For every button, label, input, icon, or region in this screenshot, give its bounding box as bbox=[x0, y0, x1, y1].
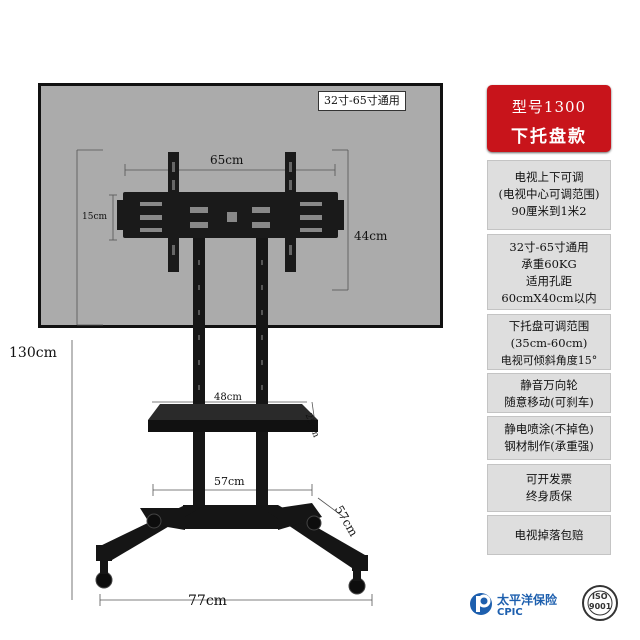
feature-casters: 静音万向轮 随意移动(可刹车) bbox=[487, 373, 611, 413]
tv-size-label: 32寸-65寸通用 bbox=[318, 91, 406, 111]
dim-base-inner: 57cm bbox=[214, 475, 245, 488]
dimension-lines bbox=[71, 149, 373, 606]
tray bbox=[148, 404, 318, 432]
feature-drop-guarantee: 电视掉落包赔 bbox=[487, 515, 611, 555]
dim-mount-height: 44cm bbox=[354, 229, 388, 243]
feature-height-adjust: 电视上下可调 (电视中心可调范围) 90厘米到1米2 bbox=[487, 160, 611, 230]
feature-tray-range: 下托盘可调范围 (35cm-60cm) 电视可倾斜角度15° bbox=[487, 314, 611, 370]
model-header: 型号1300 下托盘款 bbox=[487, 85, 611, 152]
cpic-logo-mark bbox=[470, 593, 492, 615]
caster-stems bbox=[100, 560, 361, 581]
model-number: 型号1300 bbox=[511, 98, 587, 116]
feature-warranty: 可开发票 终身质保 bbox=[487, 464, 611, 512]
iso-label: ISO bbox=[592, 592, 608, 601]
cpic-abbr: CPIC bbox=[497, 607, 523, 618]
bracket-holes bbox=[140, 202, 322, 232]
iso-badge bbox=[582, 585, 618, 621]
iso-number: 9001 bbox=[589, 602, 612, 611]
cpic-name: 太平洋保险 bbox=[497, 593, 558, 607]
feature-compatibility: 32寸-65寸通用 承重60KG 适用孔距 60cmX40cm以内 bbox=[487, 234, 611, 310]
dim-mount-width: 65cm bbox=[210, 153, 244, 167]
base bbox=[96, 503, 368, 571]
arm-slots bbox=[172, 162, 292, 255]
dim-bracket-height: 15cm bbox=[82, 212, 108, 222]
feature-coating: 静电喷涂(不掉色) 钢材制作(承重强) bbox=[487, 416, 611, 460]
dim-base-width: 77cm bbox=[188, 593, 227, 609]
columns bbox=[193, 238, 268, 528]
column-holes bbox=[198, 260, 263, 390]
model-name: 下托盘款 bbox=[511, 127, 587, 147]
caster-wheels bbox=[95, 513, 366, 595]
dim-total-height: 130cm bbox=[9, 345, 57, 361]
dim-tray-width: 48cm bbox=[214, 392, 242, 403]
